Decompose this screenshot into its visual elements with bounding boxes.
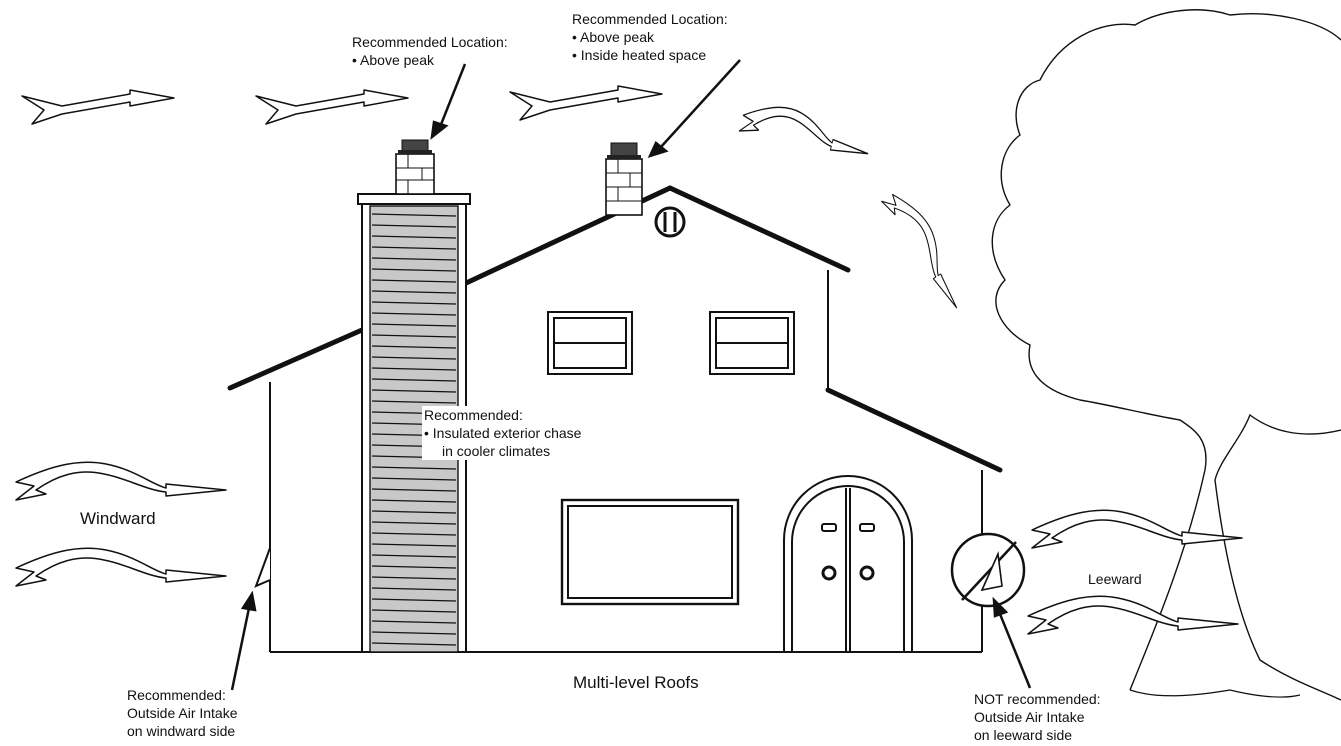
window <box>547 311 795 606</box>
attic-vent-icon <box>654 206 686 238</box>
callout-line: in cooler climates <box>442 443 551 459</box>
air-intake-windward <box>254 547 271 588</box>
diagram-caption: Multi-level Roofs <box>573 673 699 692</box>
callout-bullet: Above peak <box>572 28 728 46</box>
siding-line <box>371 268 457 272</box>
siding-line <box>371 631 457 635</box>
siding-line <box>371 213 457 217</box>
siding-line <box>371 334 457 338</box>
siding-line <box>371 554 457 558</box>
callout-intake-windward: Recommended: Outside Air Intake on windw… <box>127 686 238 740</box>
callout-line: NOT recommended: <box>974 691 1101 707</box>
callout-chimney-left: Recommended Location: Above peak <box>352 33 508 69</box>
tree-icon <box>991 9 1341 701</box>
siding-line <box>371 532 457 536</box>
siding-line <box>371 345 457 349</box>
callout-line: Outside Air Intake <box>127 705 238 721</box>
door-icon <box>783 475 913 652</box>
callout-chase: Recommended: Insulated exterior chase in… <box>422 406 584 460</box>
callout-bullet: Above peak <box>352 51 508 69</box>
siding-line <box>371 587 457 591</box>
siding-line <box>371 620 457 624</box>
siding-line <box>371 576 457 580</box>
siding-line <box>371 378 457 382</box>
callout-heading: Recommended: <box>424 407 523 423</box>
siding-line <box>371 609 457 613</box>
callout-line: on leeward side <box>974 727 1073 743</box>
callout-chimney-right: Recommended Location: Above peak Inside … <box>572 10 728 64</box>
siding-line <box>371 356 457 360</box>
siding-line <box>371 224 457 228</box>
callout-bullet: Inside heated space <box>572 46 728 64</box>
siding-line <box>371 389 457 393</box>
siding-line <box>371 279 457 283</box>
siding-line <box>371 488 457 492</box>
chimney-icon <box>395 139 435 195</box>
callout-line: Recommended: <box>127 687 226 703</box>
callout-heading: Recommended Location: <box>352 34 508 50</box>
siding-line <box>371 323 457 327</box>
siding-line <box>371 477 457 481</box>
windward-label: Windward <box>80 509 156 528</box>
siding-line <box>371 565 457 569</box>
siding-line <box>371 543 457 547</box>
chimney-icon <box>605 142 643 216</box>
leader-arrows <box>230 59 1032 691</box>
siding-line <box>371 521 457 525</box>
siding-line <box>371 235 457 239</box>
siding-line <box>371 312 457 316</box>
callout-line: on windward side <box>127 723 236 739</box>
siding-line <box>371 301 457 305</box>
siding-line <box>371 466 457 470</box>
callout-intake-leeward: NOT recommended: Outside Air Intake on l… <box>974 690 1101 744</box>
siding-line <box>371 367 457 371</box>
callout-line: Outside Air Intake <box>974 709 1085 725</box>
prohibited-icon <box>950 532 1026 608</box>
siding-line <box>371 257 457 261</box>
siding-line <box>371 598 457 602</box>
siding-line <box>371 246 457 250</box>
callout-heading: Recommended Location: <box>572 11 728 27</box>
siding-line <box>371 510 457 514</box>
siding-line <box>371 290 457 294</box>
siding-line <box>371 499 457 503</box>
siding-line <box>371 642 457 646</box>
callout-bullet: Insulated exterior chase <box>424 424 582 442</box>
leeward-label: Leeward <box>1088 571 1142 587</box>
siding-line <box>371 400 457 404</box>
